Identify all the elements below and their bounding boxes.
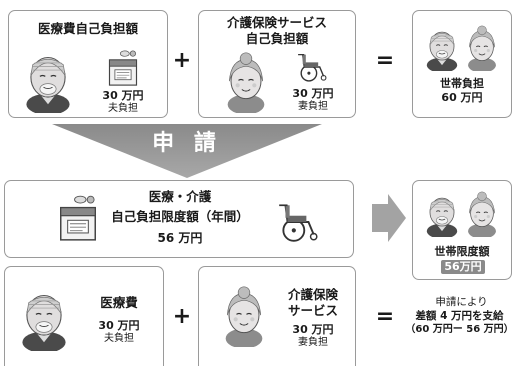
right-arrow — [372, 194, 406, 242]
household-limit-amount: 56万円 — [441, 260, 485, 274]
old-man-icon-2 — [17, 285, 71, 351]
medical-payer-2: 夫負担 — [104, 333, 134, 344]
old-woman-icon-small — [463, 25, 501, 71]
wheelchair-icon — [295, 51, 329, 83]
care-payer-2: 妻負担 — [298, 337, 328, 348]
cashbox-icon — [105, 49, 141, 87]
plus-sign-2: + — [172, 304, 192, 329]
medical-amount: 30 万円 — [102, 89, 144, 102]
limit-box: 医療・介護 自己負担限度額（年間） 56 万円 — [4, 180, 354, 258]
medical-amount-2: 30 万円 — [98, 319, 140, 332]
household-limit-box: 世帯限度額 56万円 — [412, 180, 512, 280]
household-burden-title: 世帯負担 — [440, 77, 484, 90]
limit-line2: 自己負担限度額（年間） — [111, 209, 249, 224]
household-burden-amount: 60 万円 — [441, 91, 483, 104]
household-burden-box: 世帯負担 60 万円 — [412, 10, 512, 118]
result-line3: （60 万円ー 56 万円） — [405, 324, 514, 335]
old-woman-icon-2 — [219, 285, 269, 347]
medical-cost-title: 医療費自己負担額 — [37, 21, 138, 36]
care-cost-box-2: 介護保険 サービス 30 万円 妻負担 — [198, 266, 356, 366]
medical-cost-box-2: 医療費 30 万円 夫負担 — [4, 266, 164, 366]
care-title-2-line2: サービス — [287, 303, 338, 318]
limit-amount: 56 万円 — [157, 231, 203, 245]
care-cost-box: 介護保険サービス 自己負担額 30 万円 妻負担 — [198, 10, 356, 118]
household-limit-title: 世帯限度額 — [434, 245, 490, 258]
care-title-2-line1: 介護保険 — [287, 287, 338, 302]
medical-title-2: 医療費 — [100, 295, 138, 310]
care-payer: 妻負担 — [298, 101, 328, 112]
result-line1: 申請により — [435, 296, 488, 308]
old-woman-icon-limit — [463, 191, 501, 237]
care-amount-2: 30 万円 — [292, 323, 334, 336]
medical-payer: 夫負担 — [108, 103, 138, 114]
old-man-icon-small — [423, 25, 461, 71]
care-cost-title-line1: 介護保険サービス — [226, 15, 327, 30]
limit-line1: 医療・介護 — [148, 189, 212, 204]
old-man-icon-limit — [423, 191, 461, 237]
old-man-icon — [21, 47, 75, 113]
medical-cost-box: 医療費自己負担額 30 万円 夫負担 — [8, 10, 168, 118]
result-line2: 差額 4 万円を支給 — [415, 310, 504, 322]
care-amount: 30 万円 — [292, 87, 334, 100]
equals-sign-1: = — [375, 48, 395, 73]
apply-arrow — [52, 124, 322, 178]
apply-label: 申 請 — [152, 131, 222, 156]
care-cost-title-line2: 自己負担額 — [245, 31, 309, 46]
equals-sign-2: = — [375, 304, 395, 329]
wheelchair-icon-large — [275, 201, 321, 243]
old-woman-icon — [221, 51, 271, 113]
plus-sign-1: + — [172, 48, 192, 73]
